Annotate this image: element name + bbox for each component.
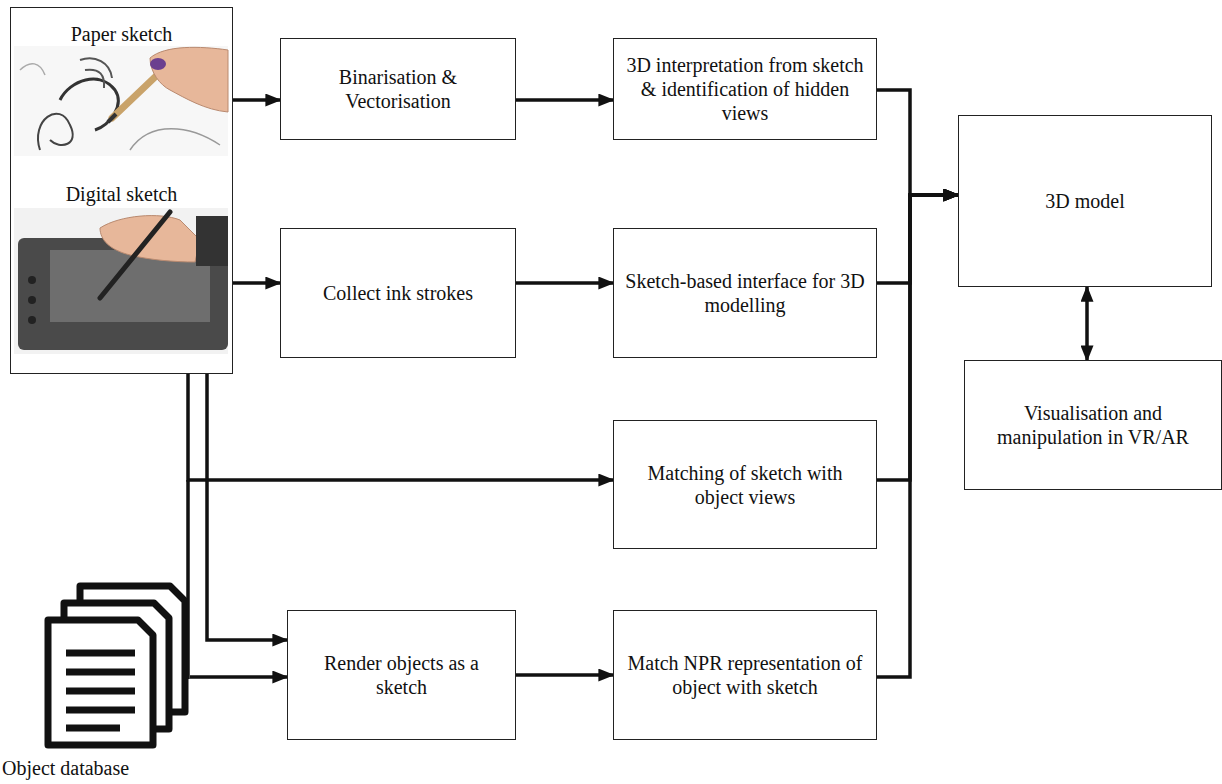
- output-box: 3D model: [958, 115, 1212, 287]
- document-line: [66, 688, 135, 695]
- sketch-stroke: [60, 79, 118, 130]
- sketch-stroke: [80, 58, 112, 88]
- tablet-button: [28, 296, 36, 304]
- box-label: 3D interpretation from sketch & identifi…: [622, 53, 868, 125]
- document-line: [66, 669, 135, 676]
- sketch-stroke: [38, 114, 73, 150]
- photo-ground: [14, 46, 228, 156]
- flow-arrow: [233, 281, 280, 285]
- stylus: [100, 212, 170, 298]
- document-page: [48, 620, 153, 745]
- box-label: 3D model: [1045, 189, 1124, 213]
- text-wrap: Collect ink strokes: [323, 281, 473, 305]
- input-panel: Paper sketchDigital sketch: [10, 7, 233, 374]
- pencil-tip: [108, 114, 116, 122]
- flow-arrow: [516, 98, 613, 102]
- process-box: Match NPR representation of object with …: [613, 610, 877, 740]
- text-wrap: Match NPR representation of object with …: [622, 651, 868, 699]
- flow-arrow: [516, 281, 613, 285]
- process-box: 3D interpretation from sketch & identifi…: [613, 38, 877, 140]
- box-label: Render objects as a sketch: [296, 651, 507, 699]
- flow-arrow: [233, 98, 280, 102]
- text-wrap: Sketch-based interface for 3D modelling: [622, 269, 868, 317]
- paper-sketch-photo: [14, 46, 228, 156]
- node-heading: Digital sketch: [11, 182, 232, 206]
- flow-arrow: [877, 195, 958, 480]
- process-box: Visualisation and manipulation in VR/AR: [964, 360, 1222, 490]
- flow-arrow: [877, 90, 958, 195]
- fingernail: [150, 58, 166, 70]
- hand: [150, 47, 228, 112]
- sleeve: [196, 216, 228, 266]
- flow-arrow: [188, 374, 613, 480]
- process-box: Matching of sketch with object views: [613, 420, 877, 549]
- flow-arrow: [1085, 287, 1089, 360]
- tablet-button: [28, 316, 36, 324]
- box-label: Visualisation and manipulation in VR/AR: [973, 401, 1213, 449]
- text-wrap: 3D model: [1045, 189, 1124, 213]
- text-wrap: Matching of sketch with object views: [622, 461, 868, 509]
- text-wrap: Visualisation and manipulation in VR/AR: [973, 401, 1213, 449]
- sketch-stroke: [20, 64, 45, 75]
- document-line: [66, 707, 135, 714]
- text-wrap: Render objects as a sketch: [296, 651, 507, 699]
- process-box: Sketch-based interface for 3D modelling: [613, 228, 877, 358]
- flow-arrow: [516, 673, 613, 677]
- box-label: Sketch-based interface for 3D modelling: [622, 269, 868, 317]
- digital-sketch-photo: [14, 208, 228, 354]
- database-icon: [48, 586, 185, 745]
- photo-ground: [14, 208, 228, 354]
- process-box: Render objects as a sketch: [287, 610, 516, 740]
- box-label: Binarisation & Vectorisation: [289, 65, 507, 113]
- feed-line: [186, 480, 190, 679]
- flow-arrow: [207, 374, 287, 640]
- flow-arrow: [877, 195, 958, 283]
- node-heading: Paper sketch: [11, 22, 232, 46]
- flow-arrow: [877, 195, 958, 677]
- box-label: Match NPR representation of object with …: [622, 651, 868, 699]
- document-line: [66, 725, 120, 732]
- database-node: Object database: [0, 580, 190, 784]
- document-line: [66, 650, 135, 657]
- process-box: Collect ink strokes: [280, 228, 516, 358]
- box-label: Matching of sketch with object views: [622, 461, 868, 509]
- box-label: Collect ink strokes: [323, 281, 473, 305]
- process-box: Binarisation & Vectorisation: [280, 38, 516, 140]
- text-wrap: Binarisation & Vectorisation: [289, 65, 507, 113]
- node-heading: Object database: [2, 756, 129, 780]
- sketch-stroke: [130, 129, 220, 150]
- tablet-button: [28, 276, 36, 284]
- text-wrap: 3D interpretation from sketch & identifi…: [622, 53, 868, 125]
- flow-arrow: [190, 675, 287, 679]
